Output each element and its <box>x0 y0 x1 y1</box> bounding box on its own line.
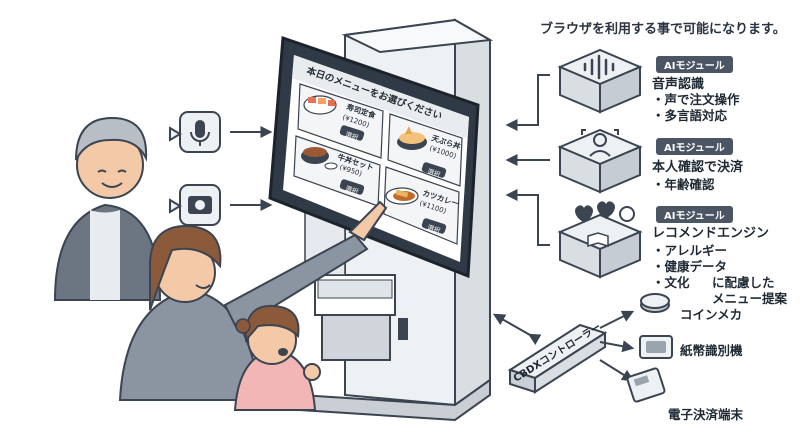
face-id-icon <box>581 129 619 157</box>
book-icon <box>587 232 609 248</box>
arrow <box>492 313 542 345</box>
module-item: に配慮した <box>712 275 775 290</box>
select-button-label: 選択 <box>344 129 360 142</box>
module-item: ・声で注文操作 <box>652 92 740 107</box>
module-item: ・年齢確認 <box>652 177 715 192</box>
bill-acceptor-label: 紙幣識別機 <box>680 343 743 358</box>
arrow <box>599 340 635 353</box>
ai-module-voice <box>557 48 643 114</box>
ai-module-tag: AIモジュール <box>656 206 733 223</box>
sushi-dish-icon <box>303 95 337 115</box>
select-button-gyudon[interactable] <box>339 179 365 196</box>
arrow <box>599 310 635 329</box>
coin-mech-label: コインメカ <box>680 307 743 322</box>
gyudon-bowl-icon <box>301 147 338 170</box>
ai-module-tag: AIモジュール <box>656 138 733 155</box>
select-button-label: 選択 <box>426 166 442 179</box>
module-title: 音声認識 <box>652 77 705 92</box>
elderly-woman <box>53 116 162 301</box>
select-button-tendon[interactable] <box>421 162 447 179</box>
module-title: レコメンドエンジン <box>652 226 770 241</box>
coin-icon <box>640 293 670 313</box>
select-button-label: 選択 <box>344 183 360 196</box>
camera-icon <box>169 184 221 226</box>
bill-acceptor-icon <box>639 335 673 359</box>
touch-screen[interactable]: 本日のメニューをお選びください 寿司定食 (¥1200) 天ぷら丼 (¥1000… <box>268 35 480 279</box>
cbdx-controller <box>507 323 608 394</box>
module-title: 本人確認で決済 <box>652 160 744 175</box>
module-item: ・文化 <box>652 275 690 290</box>
heart-icon <box>597 201 615 219</box>
voice-waveform-icon <box>583 54 615 80</box>
select-button-label: 選択 <box>426 222 442 235</box>
payment-terminal-label: 電子決済端末 <box>668 407 744 422</box>
module-item: ・多言語対応 <box>652 108 728 123</box>
child <box>233 304 321 411</box>
ai-module-tag: AIモジュール <box>656 56 733 73</box>
select-button-sushi[interactable] <box>339 125 365 142</box>
tendon-bowl-icon <box>397 126 427 150</box>
module-item: ・健康データ <box>652 259 728 274</box>
header-note: ブラウザを利用する事で可能になります。 <box>540 22 786 37</box>
ai-module-face <box>557 128 643 194</box>
module-item: メニュー提案 <box>712 291 788 306</box>
mother-pointing <box>118 200 388 401</box>
heart-icon <box>575 205 593 223</box>
globe-icon <box>619 206 635 222</box>
select-button-katsucurry[interactable] <box>421 218 447 235</box>
katsu-curry-icon <box>385 187 419 205</box>
microphone-icon <box>169 111 221 153</box>
module-connector <box>505 74 550 246</box>
arrow <box>599 359 635 382</box>
ai-module-recommend <box>557 201 643 279</box>
module-item: ・アレルギー <box>652 243 728 258</box>
payment-terminal-icon <box>626 367 666 403</box>
